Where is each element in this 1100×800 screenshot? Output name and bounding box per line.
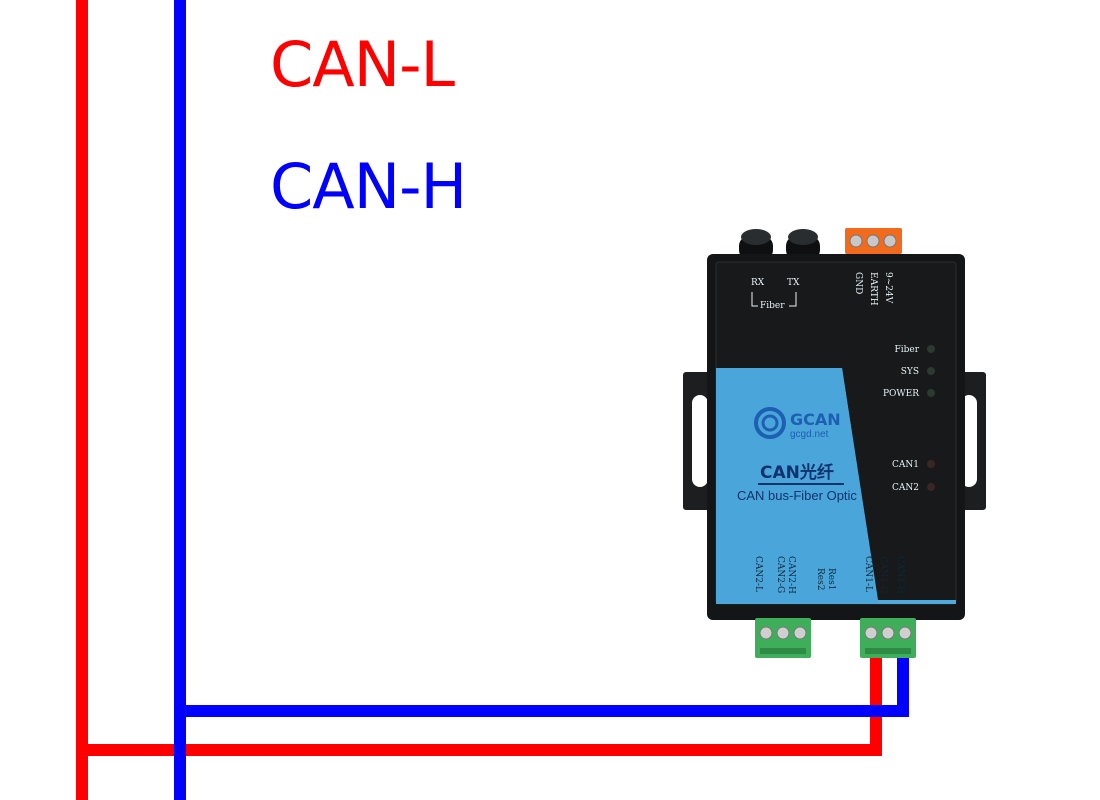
fiber-label: Fiber xyxy=(760,301,785,311)
can-fiber-converter: GCAN gcgd.net CAN光纤 CAN bus-Fiber Optic … xyxy=(683,228,986,658)
led-can2-indicator xyxy=(927,483,935,491)
rx-label: RX xyxy=(751,278,765,288)
port-label-can1-l: CAN1-L xyxy=(863,556,873,592)
port-label-can1-g: CAN1-G xyxy=(878,556,888,593)
legend-can-l: CAN-L xyxy=(270,28,455,101)
product-subtitle: CAN bus-Fiber Optic xyxy=(737,488,857,503)
port-label-can2-g: CAN2-G xyxy=(775,556,785,593)
power-terminal-block xyxy=(845,228,902,254)
brand-name: GCAN xyxy=(790,410,841,429)
led-fiber-indicator xyxy=(927,345,935,353)
can2-terminal-block xyxy=(755,618,811,658)
product-title: CAN光纤 xyxy=(760,462,834,483)
port-label-res1: Res1 xyxy=(826,568,836,590)
tx-label: TX xyxy=(787,278,800,288)
port-label-can2-h: CAN2-H xyxy=(786,556,796,594)
led-power-indicator xyxy=(927,389,935,397)
fiber-bracket xyxy=(751,292,797,307)
led-label-can2: CAN2 xyxy=(892,483,919,493)
power-label-earth: EARTH xyxy=(868,272,878,306)
can-l-wire xyxy=(76,0,882,800)
legend-can-h: CAN-H xyxy=(270,150,467,223)
port-label-res2: Res2 xyxy=(815,568,825,590)
brand-url: gcgd.net xyxy=(790,429,829,440)
port-label-can1-h: CAN1-H xyxy=(895,556,905,594)
led-label-fiber: Fiber xyxy=(894,345,919,355)
led-label-can1: CAN1 xyxy=(892,460,919,470)
led-can1-indicator xyxy=(927,460,935,468)
can-h-wire xyxy=(174,0,909,800)
led-label-power: POWER xyxy=(883,389,919,399)
led-label-sys: SYS xyxy=(901,367,919,377)
port-label-can2-l: CAN2-L xyxy=(753,556,763,592)
gcan-logo-icon xyxy=(754,407,786,439)
power-label-voltage: 9~24V xyxy=(883,272,893,304)
led-sys-indicator xyxy=(927,367,935,375)
can1-terminal-block xyxy=(860,618,916,658)
title-underline xyxy=(758,483,844,485)
power-label-gnd: GND xyxy=(853,272,863,294)
